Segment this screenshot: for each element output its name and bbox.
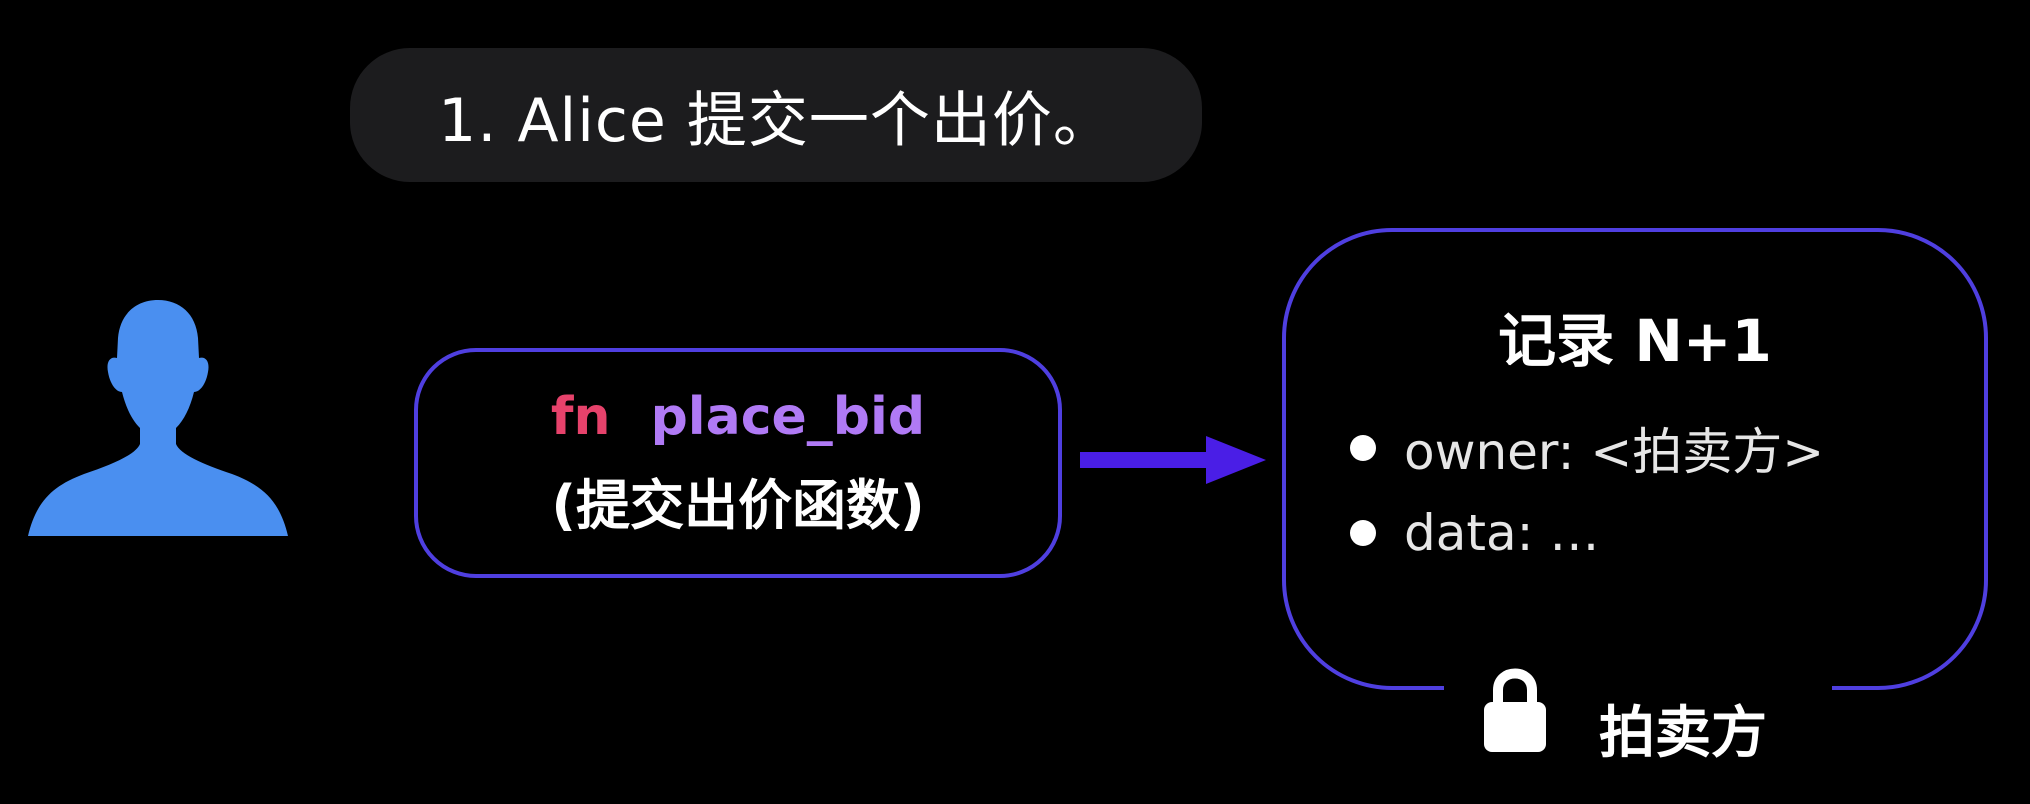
bullet-icon	[1350, 520, 1376, 546]
function-keyword: fn	[550, 386, 611, 447]
lock-icon	[1484, 668, 1546, 752]
function-name: place_bid	[650, 386, 926, 447]
record-field-label: data: …	[1404, 504, 1600, 562]
step-caption: 1. Alice 提交一个出价。	[350, 48, 1202, 182]
owner-tag-label: 拍卖方	[1599, 701, 1767, 766]
function-box: fn place_bid (提交出价函数)	[414, 348, 1062, 578]
right-arrow-icon	[1080, 436, 1266, 484]
record-field-data: data: …	[1350, 504, 1599, 562]
function-description: (提交出价函数)	[551, 473, 925, 537]
step-caption-text: 1. Alice 提交一个出价。	[438, 85, 1114, 156]
record-box: 记录 N+1 owner: <拍卖方> data: …	[1282, 228, 1988, 690]
record-field-label: owner: <拍卖方>	[1404, 423, 1825, 481]
record-field-owner: owner: <拍卖方>	[1350, 412, 1824, 484]
function-signature: fn place_bid	[551, 387, 925, 447]
owner-tag: 拍卖方	[1444, 640, 1832, 804]
record-title: 记录 N+1	[1498, 307, 1772, 375]
bullet-icon	[1350, 435, 1376, 461]
user-silhouette-icon	[28, 300, 288, 536]
